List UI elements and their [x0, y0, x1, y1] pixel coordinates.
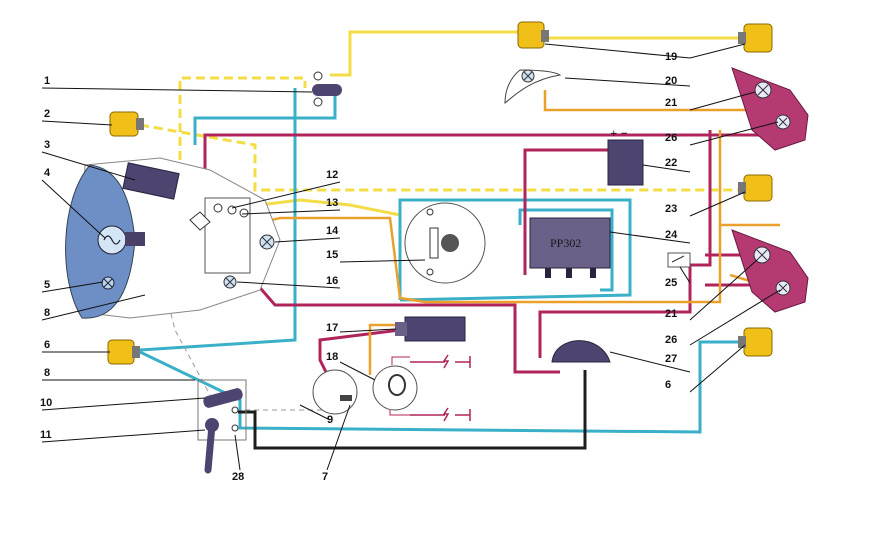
stop-switch-25	[667, 252, 691, 268]
callout-24: 24	[665, 229, 678, 241]
relay-3	[122, 162, 180, 200]
wire-yellow-dashed-top	[178, 76, 307, 160]
generator	[404, 202, 486, 284]
headlamp-connector-1	[312, 84, 342, 96]
generator-coil	[429, 227, 439, 259]
breaker-7	[312, 369, 358, 415]
callout-numbers: 1 2 3 4 5 8 6 8 10 11 28 7 9 18 17 12 13…	[40, 51, 678, 483]
callout-28: 28	[232, 471, 244, 483]
tail-light-upper	[731, 67, 809, 151]
wire-red-right	[538, 130, 712, 358]
callout-14: 14	[326, 225, 339, 237]
wire-yellow-loop	[330, 30, 540, 77]
handlebar-switch	[197, 379, 247, 474]
callout-12: 12	[326, 169, 338, 181]
central-switch	[189, 197, 275, 289]
wire-blue-bottom	[139, 340, 748, 434]
callout-20: 20	[665, 75, 677, 87]
tail-lights	[731, 67, 809, 313]
lamp-19-left	[517, 21, 549, 49]
callout-15: 15	[326, 249, 338, 261]
callout-19: 19	[665, 51, 677, 63]
callout-6-right: 6	[665, 379, 671, 391]
callout-21-upper: 21	[665, 97, 677, 109]
callout-27: 27	[665, 353, 677, 365]
speedo-lamp-20	[504, 69, 562, 105]
amber-lamps	[107, 21, 773, 365]
battery-body	[607, 139, 644, 186]
regulator-rr302: РР302	[529, 217, 611, 278]
callout-8-upper: 8	[44, 307, 50, 319]
wire-red-mid	[253, 281, 560, 374]
wire-red-top	[203, 120, 782, 170]
callout-22: 22	[665, 157, 677, 169]
wire-blue-frame	[398, 198, 632, 302]
wire-yellow-dashed-lamp2	[139, 123, 745, 192]
magneto-18	[372, 365, 418, 411]
wire-black-28	[238, 370, 587, 450]
regulator-label: РР302	[550, 236, 581, 250]
headlight-socket	[125, 232, 145, 246]
ignition-coil-body	[404, 316, 466, 342]
callout-23: 23	[665, 203, 677, 215]
lamp-2	[109, 111, 144, 137]
wire-blue-loop2	[518, 208, 614, 292]
regulator-body	[529, 217, 611, 269]
callout-7: 7	[322, 471, 328, 483]
callout-25: 25	[665, 277, 677, 289]
spark-plug-upper-icon	[410, 354, 471, 369]
ignition-coil	[395, 316, 466, 342]
callout-8-lower: 8	[44, 367, 50, 379]
lamp-19-right	[738, 23, 773, 53]
callout-10: 10	[40, 397, 52, 409]
callout-17: 17	[326, 322, 338, 334]
callout-4: 4	[44, 167, 51, 179]
tail-light-lower	[731, 229, 809, 313]
wire-red-battery	[523, 148, 612, 275]
callout-9: 9	[327, 414, 333, 426]
callout-21-lower: 21	[665, 308, 677, 320]
wire-red-low	[318, 328, 401, 381]
callout-26-lower: 26	[665, 334, 677, 346]
callout-18: 18	[326, 351, 338, 363]
svg-text:+ −: + −	[610, 129, 628, 139]
lever-11-icon	[204, 421, 216, 474]
callout-2: 2	[44, 108, 50, 120]
wire-blue-top2	[193, 95, 337, 145]
ignition-distributor	[312, 354, 471, 422]
switch-key-icon	[189, 211, 211, 231]
generator-rotor	[441, 234, 459, 252]
horn-27	[551, 340, 611, 363]
callout-26-upper: 26	[665, 132, 677, 144]
callout-13: 13	[326, 197, 338, 209]
callout-11: 11	[40, 429, 52, 441]
wire-orange-right	[718, 130, 780, 227]
lamp-23	[738, 174, 773, 202]
wires	[139, 30, 782, 450]
wire-orange-mid	[229, 216, 722, 304]
wire-orange-20	[543, 90, 771, 120]
lamp-6-right	[738, 327, 773, 357]
battery: + −	[607, 129, 644, 186]
switch-10-icon	[203, 388, 243, 408]
callout-3: 3	[44, 139, 50, 151]
switch-body	[204, 197, 251, 274]
headlight-filament	[103, 235, 121, 245]
wire-blue-top	[139, 88, 297, 352]
callout-16: 16	[326, 275, 338, 287]
callout-1: 1	[44, 75, 50, 87]
lamp-6-left	[107, 339, 140, 365]
callout-6-left: 6	[44, 339, 50, 351]
spark-plug-lower-icon	[410, 407, 471, 422]
callout-5: 5	[44, 279, 50, 291]
callout-leaders	[41, 43, 781, 471]
